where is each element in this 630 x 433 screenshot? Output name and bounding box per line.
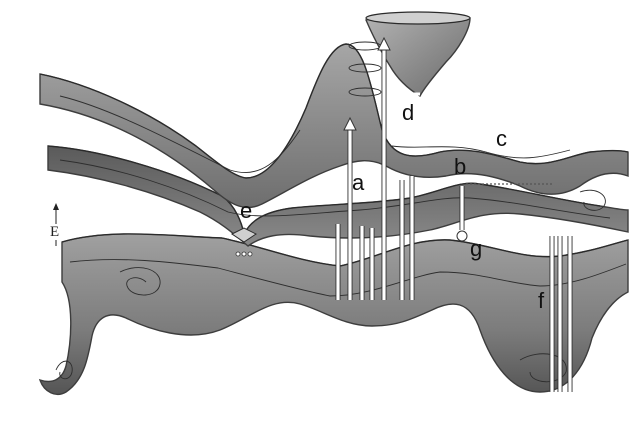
marker-e-dot-2 — [242, 252, 246, 256]
label-e: e — [240, 198, 252, 223]
label-b: b — [454, 154, 466, 179]
label-c: c — [496, 126, 507, 151]
label-f: f — [538, 288, 545, 313]
label-g: g — [470, 236, 482, 261]
funnel-rim — [366, 12, 470, 24]
label-a: a — [352, 170, 365, 195]
funnel-loop-1 — [349, 42, 381, 50]
ground-state-surface — [40, 234, 628, 394]
energy-axis-label: E — [50, 224, 59, 240]
energy-axis: E — [50, 203, 59, 246]
label-d: d — [402, 100, 414, 125]
marker-e-dot-3 — [248, 252, 252, 256]
marker-e-dot-1 — [236, 252, 240, 256]
